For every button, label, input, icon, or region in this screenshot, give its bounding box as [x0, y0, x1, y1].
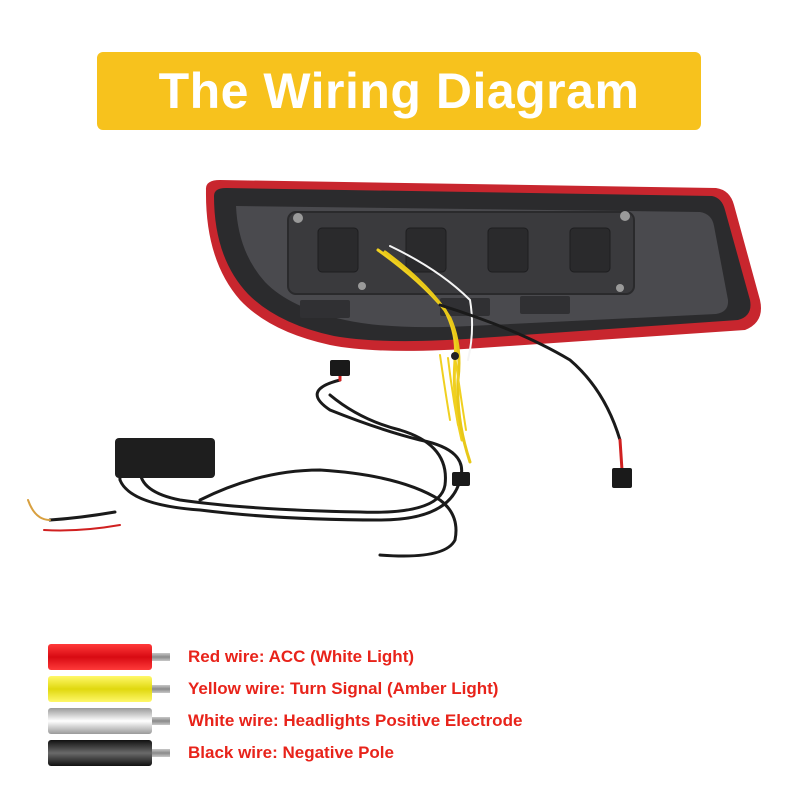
legend-row-white: White wire: Headlights Positive Electrod… [48, 706, 768, 736]
wiring-harness [27, 360, 470, 558]
white-wire-swatch [48, 708, 152, 734]
wire-tip [152, 653, 170, 661]
red-wire-swatch [48, 644, 152, 670]
legend-label-black: Black wire: Negative Pole [188, 743, 394, 762]
wire-tip [152, 749, 170, 757]
legend-row-yellow: Yellow wire: Turn Signal (Amber Light) [48, 674, 768, 704]
legend-label-yellow: Yellow wire: Turn Signal (Amber Light) [188, 679, 499, 698]
legend-label-red: Red wire: ACC (White Light) [188, 647, 415, 666]
tail-lamp-housing [205, 180, 761, 351]
lamp-wires [376, 245, 632, 488]
title-banner: The Wiring Diagram [97, 52, 701, 130]
wire-legend: Red wire: ACC (White Light) Yellow wire:… [48, 640, 768, 780]
yellow-wire-swatch [48, 676, 152, 702]
legend-label-white: White wire: Headlights Positive Electrod… [188, 711, 523, 730]
tail-lamp-product-image [27, 180, 761, 558]
page-title: The Wiring Diagram [158, 63, 640, 119]
wire-tip [152, 685, 170, 693]
black-wire-swatch [48, 740, 152, 766]
wire-tip [152, 717, 170, 725]
legend-row-black: Black wire: Negative Pole [48, 738, 768, 768]
legend-row-red: Red wire: ACC (White Light) [48, 642, 768, 672]
